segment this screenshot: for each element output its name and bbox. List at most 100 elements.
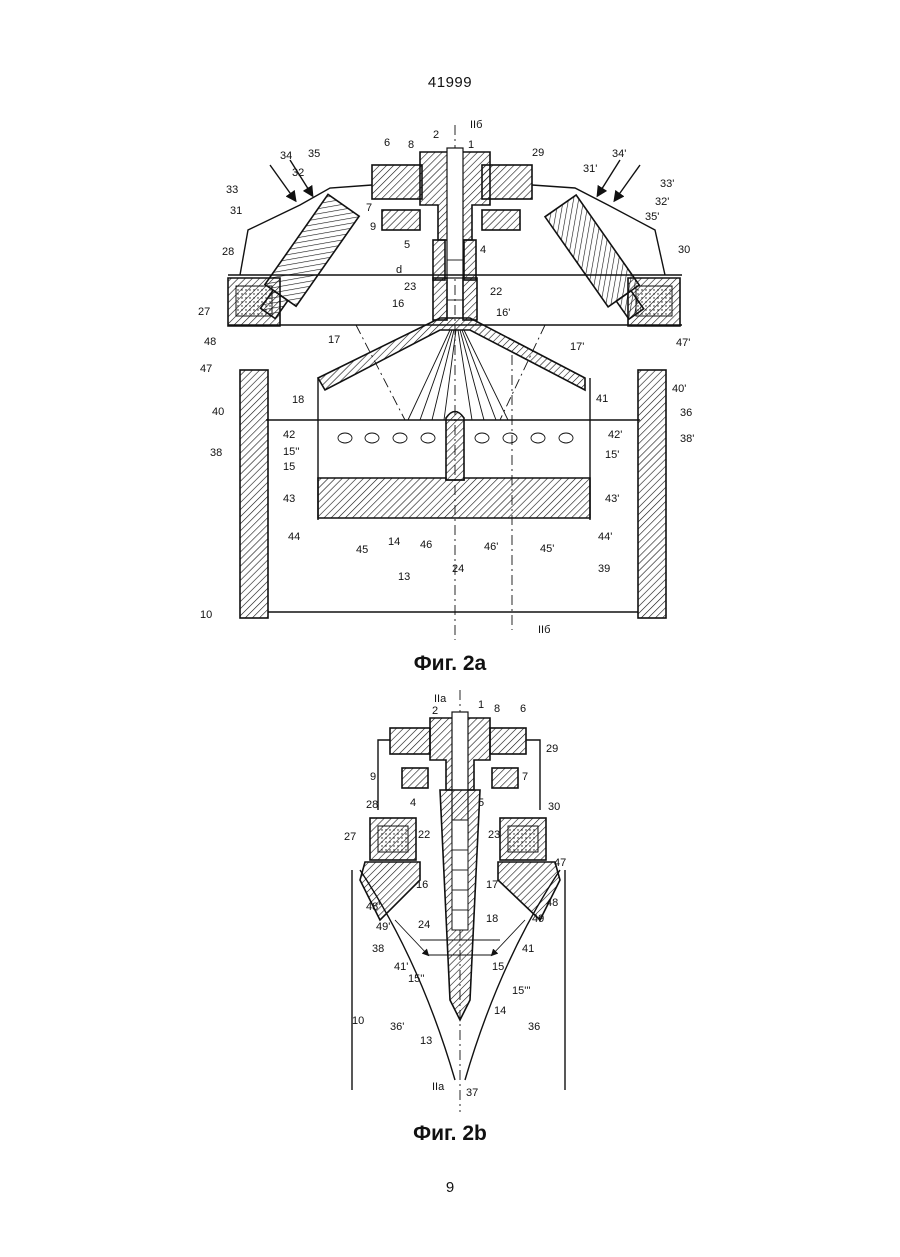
section-mark-bottom: IIб [538, 624, 550, 636]
fig-b-label: 23 [488, 829, 500, 841]
figure-2a-caption: Фиг. 2а [0, 652, 900, 676]
fig-b-label: 1 [478, 699, 484, 711]
fig-a-label: 40 [212, 406, 224, 418]
fig-a-label: 2 [433, 129, 439, 141]
fig-a-label: 38 [210, 447, 222, 459]
section-mark-top: IIб [470, 119, 482, 131]
fig-a-label: 35' [645, 211, 659, 223]
fig-a-label: 38' [680, 433, 694, 445]
fig-b-label: 38 [372, 943, 384, 955]
fig-b-label: 36 [528, 1021, 540, 1033]
fig-a-label: 15' [605, 449, 619, 461]
fig-a-label: 41 [596, 393, 608, 405]
fig-a-label: 34 [280, 150, 292, 162]
fig-a-label: 32' [655, 196, 669, 208]
fig-a-label: 34' [612, 148, 626, 160]
section-mark-bottom: IIa [432, 1081, 445, 1093]
fig-a-label: 31 [230, 205, 242, 217]
fig-a-label: 9 [370, 221, 376, 233]
fig-a-label: 1 [468, 139, 474, 151]
figure-2b-caption: Фиг. 2b [0, 1122, 900, 1146]
fig-b-label: 15 [492, 961, 504, 973]
fig-a-label: 39 [598, 563, 610, 575]
fig-a-label: 4 [480, 244, 486, 256]
fig-b-label: 6 [520, 703, 526, 715]
fig-a-label: 48 [204, 336, 216, 348]
fig-b-label: 24 [418, 919, 430, 931]
fig-a-label: 44 [288, 531, 300, 543]
fig-a-label: 45' [540, 543, 554, 555]
fig-a-label: 22 [490, 286, 502, 298]
fig-a-label: 10 [200, 609, 212, 621]
fig-b-label: 5 [478, 797, 484, 809]
fig-a-label: 40' [672, 383, 686, 395]
fig-a-label: 23 [404, 281, 416, 293]
figure-2b-drawing: IIa IIa 1 2 4 5 6 7 8 9 10 13 14 15 15''… [0, 680, 900, 1120]
page-number: 9 [0, 1179, 900, 1196]
fig-a-label: 27 [198, 306, 210, 318]
fig-b-label: 41 [522, 943, 534, 955]
fig-b-label: 28 [366, 799, 378, 811]
fig-a-label: 35 [308, 148, 320, 160]
fig-b-label: 49' [376, 921, 390, 933]
fig-b-label: 18 [486, 913, 498, 925]
fig-a-label: 16' [496, 307, 510, 319]
fig-a-label: 14 [388, 536, 400, 548]
fig-a-label: 44' [598, 531, 612, 543]
fig-a-label: 46' [484, 541, 498, 553]
fig-b-label: 48 [546, 897, 558, 909]
fig-b-label: 9 [370, 771, 376, 783]
fig-a-label: 45 [356, 544, 368, 556]
fig-a-label: 17' [570, 341, 584, 353]
fig-b-label: 2 [432, 705, 438, 717]
fig-a-label: 7 [366, 202, 372, 214]
fig-a-label: 43' [605, 493, 619, 505]
fig-b-label: 30 [548, 801, 560, 813]
fig-b-label: 13 [420, 1035, 432, 1047]
fig-a-label: 33' [660, 178, 674, 190]
fig-a-label: 47' [676, 337, 690, 349]
fig-a-label: 46 [420, 539, 432, 551]
fig-a-label: 17 [328, 334, 340, 346]
fig-a-label: 24 [452, 563, 464, 575]
fig-a-label: 16 [392, 298, 404, 310]
fig-a-label: 28 [222, 246, 234, 258]
fig-a-label: 30 [678, 244, 690, 256]
fig-a-label: 29 [532, 147, 544, 159]
fig-b-label: 22 [418, 829, 430, 841]
fig-b-label: 15''' [512, 985, 531, 997]
fig-b-label: 15'' [408, 973, 424, 985]
fig-b-label: 27 [344, 831, 356, 843]
fig-b-label: 29 [546, 743, 558, 755]
fig-a-label: 18 [292, 394, 304, 406]
fig-a-label: 42' [608, 429, 622, 441]
fig-b-label: 36' [390, 1021, 404, 1033]
fig-b-label: 37 [466, 1087, 478, 1099]
fig-a-label: 42 [283, 429, 295, 441]
fig-a-label: 43 [283, 493, 295, 505]
fig-b-label: 8 [494, 703, 500, 715]
fig-a-label: 36 [680, 407, 692, 419]
fig-a-label: 31' [583, 163, 597, 175]
fig-a-label: 15 [283, 461, 295, 473]
fig-a-label: 47 [200, 363, 212, 375]
fig-b-label: 4 [410, 797, 416, 809]
fig-b-label: 7 [522, 771, 528, 783]
fig-b-label: 47 [554, 857, 566, 869]
fig-a-label: d [396, 264, 402, 276]
fig-b-label: 41' [394, 961, 408, 973]
fig-b-label: 16 [416, 879, 428, 891]
fig-a-label: 15'' [283, 446, 299, 458]
fig-b-label: 14 [494, 1005, 506, 1017]
fig-b-label: 17 [486, 879, 498, 891]
fig-a-label: 8 [408, 139, 414, 151]
fig-a-label: 33 [226, 184, 238, 196]
fig-a-label: 5 [404, 239, 410, 251]
section-mark-top: IIa [434, 693, 447, 705]
fig-b-label: 10 [352, 1015, 364, 1027]
fig-a-label: 32 [292, 167, 304, 179]
fig-b-label: 48' [366, 901, 380, 913]
fig-b-label: 49 [532, 913, 544, 925]
figure-2a-drawing: IIб IIб 2 1 4 5 6 7 8 9 d 10 13 14 15 15… [0, 0, 900, 660]
fig-a-label: 13 [398, 571, 410, 583]
